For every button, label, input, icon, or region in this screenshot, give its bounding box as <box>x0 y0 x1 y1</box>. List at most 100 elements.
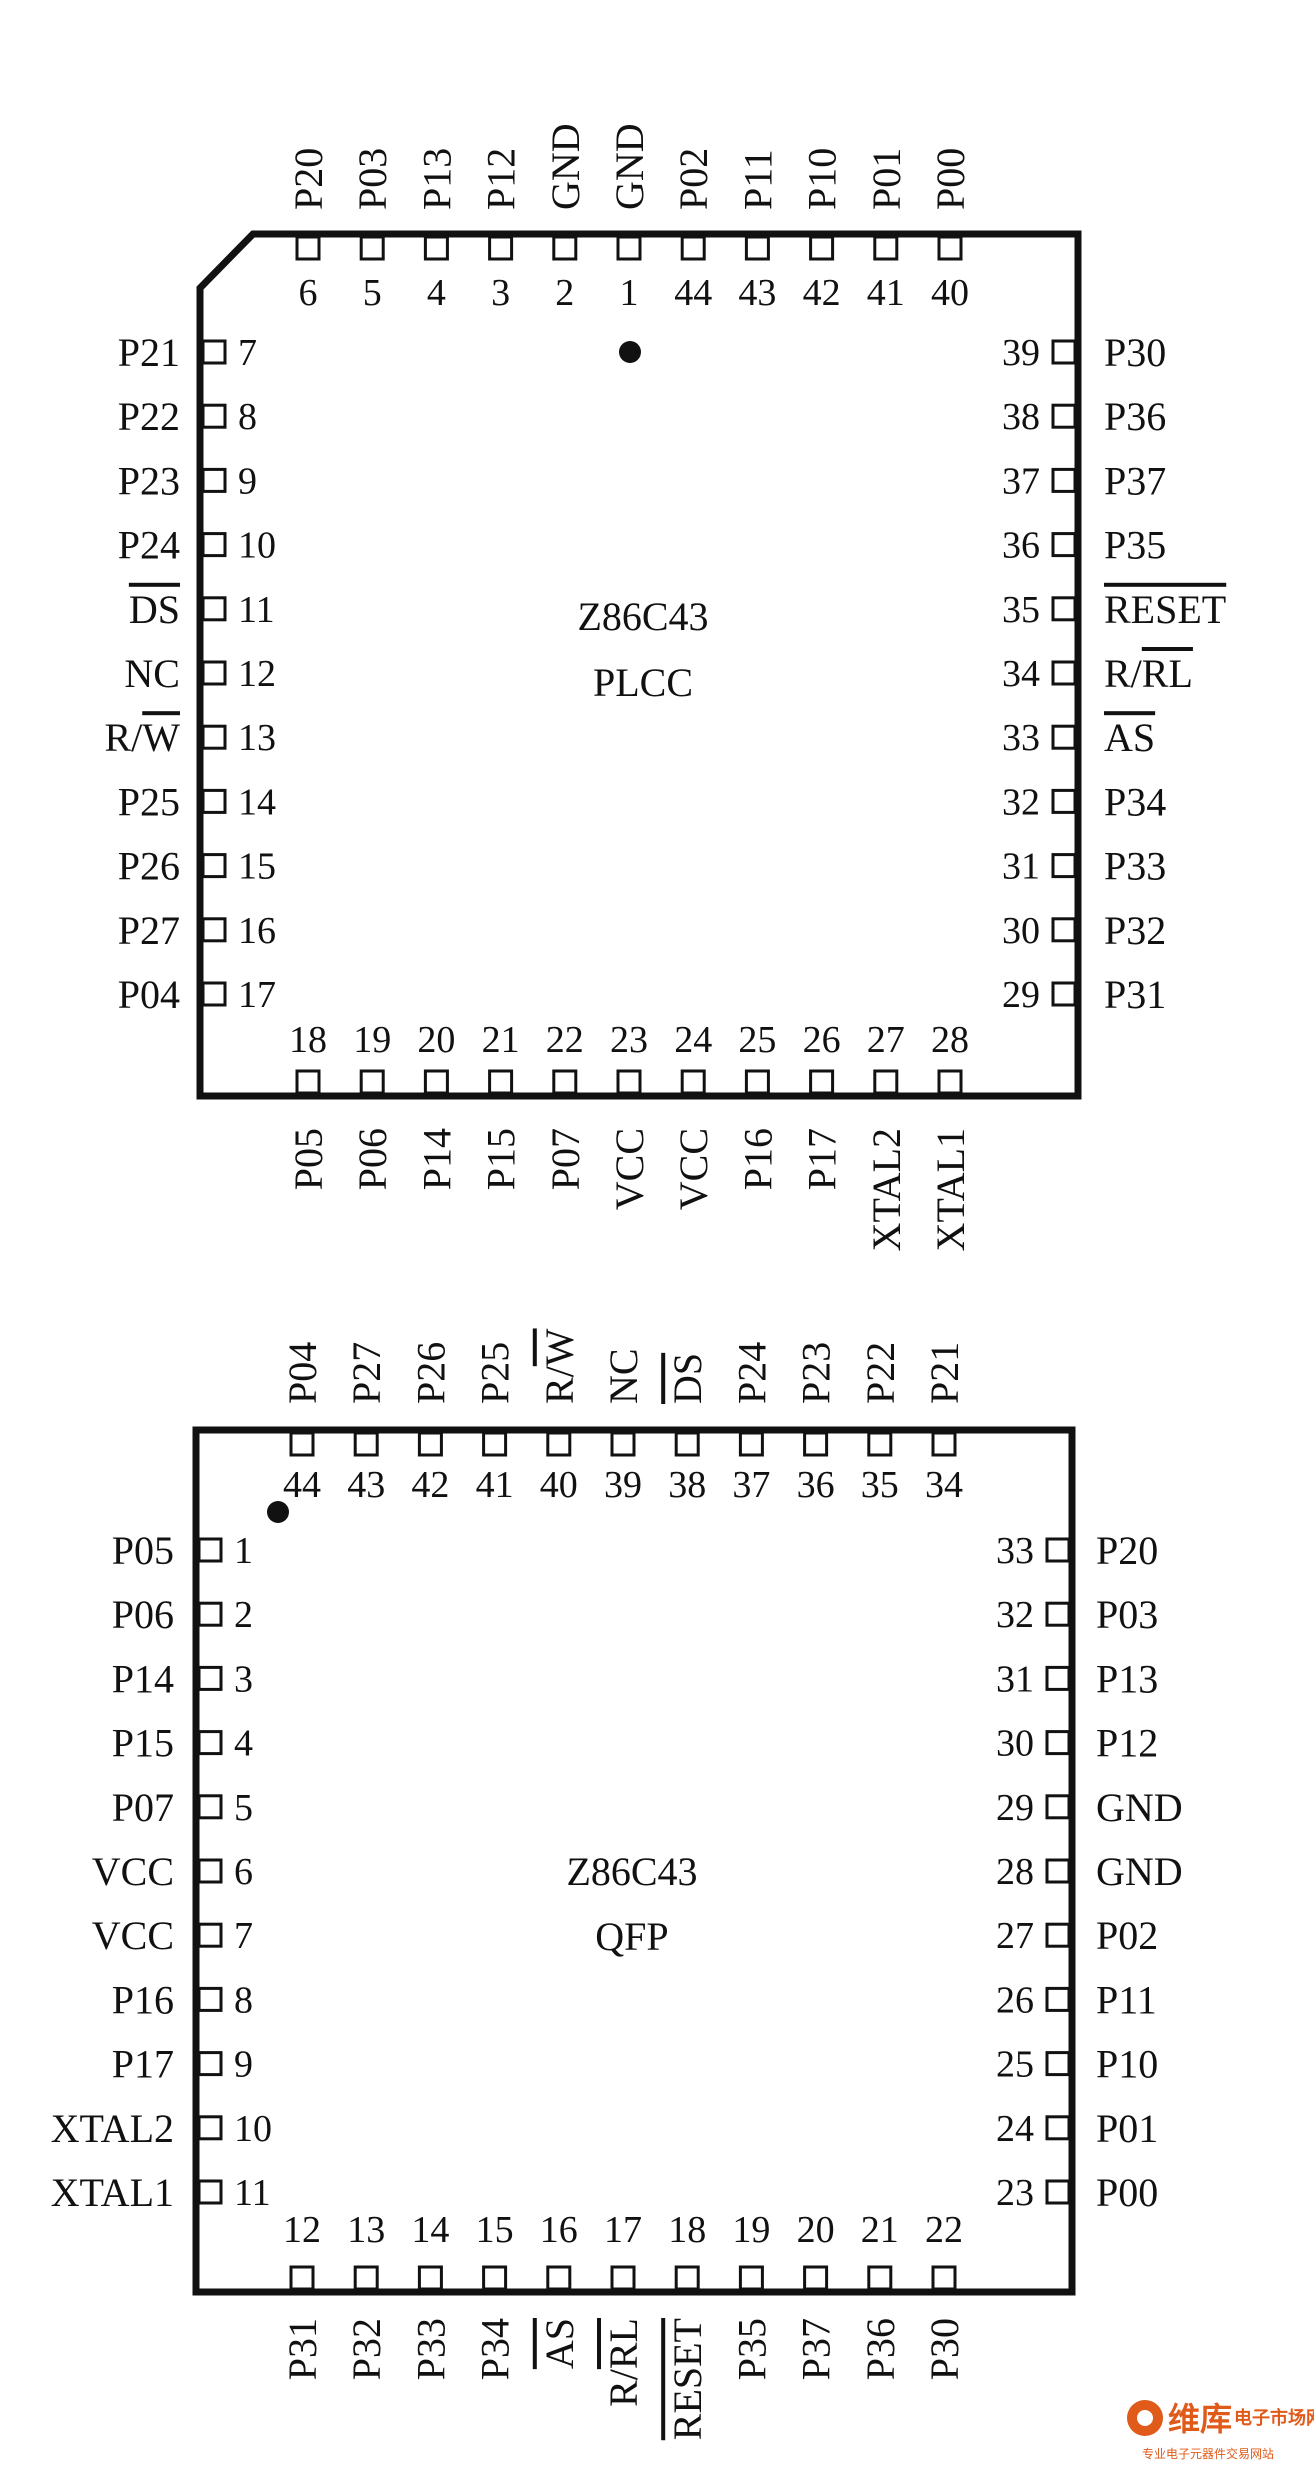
plcc-pin-pad <box>1051 532 1077 558</box>
qfp-pin-number: 30 <box>996 1723 1034 1765</box>
plcc-pin-pad <box>1051 853 1077 879</box>
plcc-pin-label: P15 <box>479 1128 524 1190</box>
plcc-pin-number: 6 <box>299 272 318 314</box>
plcc-pin-pad <box>809 1069 835 1095</box>
plcc-pin-pad <box>873 235 899 261</box>
qfp-pin-number: 43 <box>347 1464 385 1506</box>
qfp-pin-number: 29 <box>996 1787 1034 1829</box>
plcc-pin-number: 36 <box>1002 525 1040 567</box>
qfp-pin-number: 12 <box>283 2209 321 2251</box>
qfp-pin1-marker <box>267 1501 289 1523</box>
plcc-pin-pad <box>744 1069 770 1095</box>
qfp-pin-label: P25 <box>473 1342 518 1404</box>
plcc-pin-pad <box>201 532 227 558</box>
qfp-pin-number: 8 <box>234 1979 253 2021</box>
plcc-pin-label: P06 <box>350 1128 395 1190</box>
plcc-pin-label: P07 <box>543 1128 588 1190</box>
qfp-pin-number: 40 <box>540 1464 578 1506</box>
qfp-pin-number: 9 <box>234 2044 253 2086</box>
plcc-pin-number: 7 <box>238 332 257 374</box>
qfp-pin-label: P12 <box>1096 1721 1158 1766</box>
qfp-pin-label: P27 <box>344 1342 389 1404</box>
plcc-pin-label: P12 <box>479 148 524 210</box>
qfp-pin-label: P32 <box>344 2318 389 2380</box>
plcc-pin-number: 4 <box>427 272 446 314</box>
qfp-pin-number: 37 <box>732 1464 770 1506</box>
qfp-pin-label: DS <box>665 1353 710 1404</box>
plcc-pin-label: P21 <box>118 330 180 375</box>
plcc-pin-pad <box>1051 660 1077 686</box>
qfp-pin-number: 5 <box>234 1787 253 1829</box>
qfp-pin-pad <box>867 2265 893 2291</box>
qfp-pin-top-5: 39 NC <box>601 1348 646 1506</box>
qfp-pin-right-10: 23 P00 <box>996 2170 1158 2215</box>
plcc-pin-pad <box>201 403 227 429</box>
qfp-pin-pad <box>197 1665 223 1691</box>
qfp-pin-label: NC <box>601 1348 646 1404</box>
plcc-pin-pad <box>1051 403 1077 429</box>
plcc-pin-pad <box>552 235 578 261</box>
qfp-pin-label: P02 <box>1096 1913 1158 1958</box>
plcc-part-label: Z86C43 <box>577 594 708 639</box>
plcc-pin-pad <box>423 1069 449 1095</box>
qfp-pin-pad <box>482 2265 508 2291</box>
qfp-pin-number: 39 <box>604 1464 642 1506</box>
plcc-pin-label: R/RL <box>1104 651 1193 696</box>
qfp-pin-pad <box>1045 2051 1071 2077</box>
qfp-pin-pad <box>353 1431 379 1457</box>
qfp-pin-number: 19 <box>732 2209 770 2251</box>
qfp-pin-top-4: 40 R/W <box>537 1328 582 1506</box>
plcc-pin-pad <box>201 788 227 814</box>
plcc-pin-label: P13 <box>414 148 459 210</box>
qfp-pin-label: P35 <box>729 2318 774 2380</box>
qfp-pin-number: 2 <box>234 1594 253 1636</box>
plcc-pin-number: 8 <box>238 396 257 438</box>
plcc-pin-pad <box>488 1069 514 1095</box>
qfp-pin-number: 23 <box>996 2172 1034 2214</box>
qfp-pin-pad <box>197 1922 223 1948</box>
qfp-pin-number: 42 <box>411 1464 449 1506</box>
qfp-pin-pad <box>1045 2115 1071 2141</box>
qfp-pin-pad <box>417 1431 443 1457</box>
qfp-pin-pad <box>197 1794 223 1820</box>
qfp-pin-label: P00 <box>1096 2170 1158 2215</box>
plcc-pin-number: 20 <box>417 1019 455 1061</box>
qfp-pin-number: 28 <box>996 1851 1034 1893</box>
plcc-pin-label: P14 <box>414 1128 459 1190</box>
plcc-pin-number: 31 <box>1002 846 1040 888</box>
qfp-pin-label: P34 <box>473 2318 518 2380</box>
plcc-pin-number: 28 <box>931 1019 969 1061</box>
qfp-pin-number: 1 <box>234 1530 253 1572</box>
plcc-pin-pad <box>1051 917 1077 943</box>
plcc-pin-pad <box>359 235 385 261</box>
qfp-pin-pad <box>931 2265 957 2291</box>
plcc-pin-top-2: 4 P13 <box>414 148 459 314</box>
qfp-pin-label: RESET <box>665 2318 710 2440</box>
plcc-pin-label: P30 <box>1104 330 1166 375</box>
qfp-pin-label: R/W <box>537 1328 582 1404</box>
plcc-pin-label: P03 <box>350 148 395 210</box>
plcc-pin-number: 9 <box>238 460 257 502</box>
qfp-pin-pad <box>197 1858 223 1884</box>
qfp-pin-pad <box>197 1730 223 1756</box>
